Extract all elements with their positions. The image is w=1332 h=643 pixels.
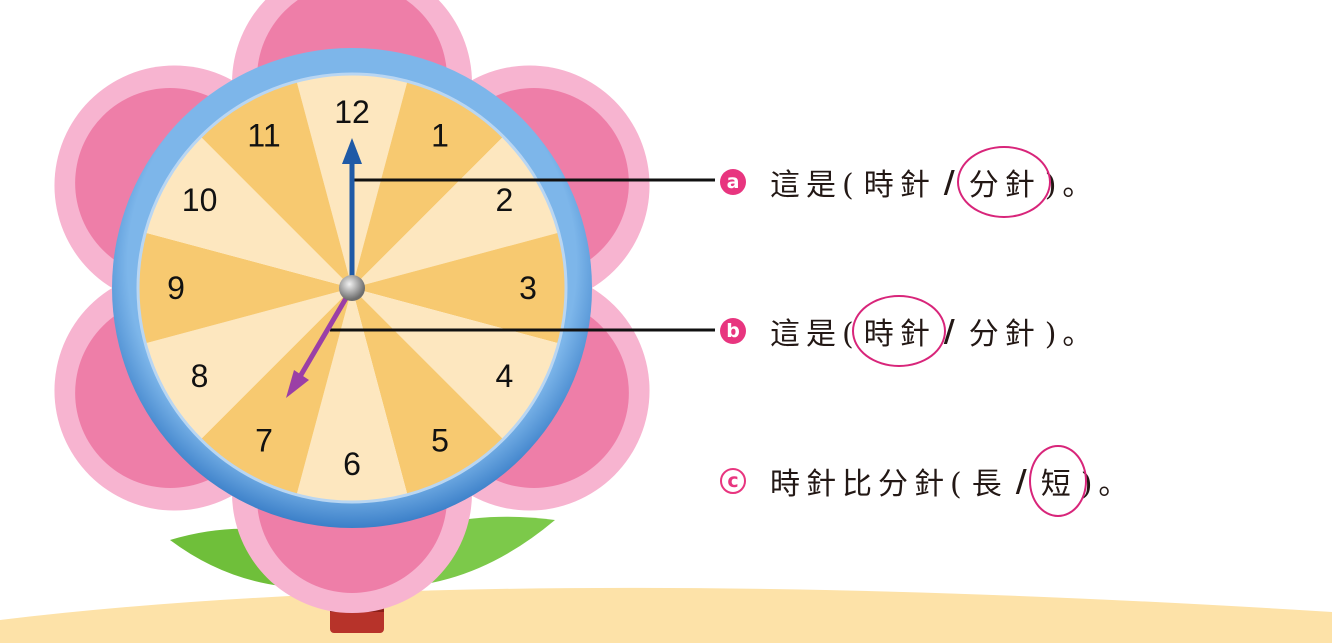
question-a-separator: / — [943, 164, 961, 200]
question-b-separator: / — [943, 313, 961, 349]
question-c-option-long[interactable]: 長 — [971, 467, 1008, 502]
question-b: b 這是( 時針 / 分針 )。 — [720, 295, 1099, 367]
clock-numeral-1: 1 — [431, 118, 449, 154]
clock-numeral-5: 5 — [431, 422, 449, 458]
clock-hub — [339, 275, 365, 301]
question-a: a 這是( 時針 / 分針 )。 — [720, 146, 1099, 218]
badge-a: a — [720, 169, 746, 195]
question-a-suffix: )。 — [1044, 168, 1099, 203]
minute-hand-tip — [342, 138, 362, 164]
question-b-option-minute-hand[interactable]: 分針 — [968, 317, 1041, 352]
face-wedge — [145, 136, 352, 288]
question-c-suffix: )。 — [1080, 467, 1135, 502]
question-b-prefix: 這是( — [770, 317, 860, 352]
face-wedge — [352, 232, 566, 344]
clock-numeral-4: 4 — [496, 358, 514, 394]
clock-numeral-8: 8 — [191, 358, 209, 394]
question-c-prefix: 時針比分針( — [770, 467, 968, 502]
question-a-prefix: 這是( — [770, 168, 860, 203]
badge-b: b — [720, 318, 746, 344]
question-b-text: 這是( 時針 / 分針 )。 — [770, 295, 1099, 367]
face-wedge — [352, 81, 504, 288]
face-wedge — [138, 232, 352, 344]
face-wedge — [352, 288, 559, 440]
face-wedge — [200, 81, 352, 288]
ground — [0, 587, 1332, 643]
clock-numeral-11: 11 — [247, 118, 280, 154]
face-wedge — [352, 136, 559, 288]
clock-numeral-7: 7 — [255, 422, 273, 458]
clock-numeral-2: 2 — [496, 182, 514, 218]
question-c-separator: / — [1015, 463, 1033, 499]
question-c-option-short[interactable]: 短 — [1028, 445, 1087, 517]
clock-numeral-6: 6 — [343, 446, 361, 482]
clock-numeral-3: 3 — [519, 270, 537, 306]
question-b-suffix: )。 — [1044, 317, 1099, 352]
hour-hand — [295, 286, 355, 382]
question-c-text: 時針比分針( 長 / 短 )。 — [770, 445, 1135, 517]
clock-numeral-10: 10 — [182, 182, 218, 218]
question-a-text: 這是( 時針 / 分針 )。 — [770, 146, 1099, 218]
question-a-option-minute-hand[interactable]: 分針 — [956, 146, 1051, 218]
face-wedge — [145, 288, 352, 440]
hour-hand-tip — [286, 370, 309, 398]
question-b-option-hour-hand[interactable]: 時針 — [851, 295, 946, 367]
question-c: c 時針比分針( 長 / 短 )。 — [720, 445, 1135, 517]
face-wedge — [200, 288, 352, 495]
question-a-option-hour-hand[interactable]: 時針 — [863, 168, 936, 203]
clock-numeral-12: 12 — [334, 94, 370, 130]
clock-numeral-9: 9 — [167, 270, 185, 306]
face-wedge — [352, 288, 504, 495]
face-wedge — [296, 288, 408, 502]
badge-c: c — [720, 468, 746, 494]
